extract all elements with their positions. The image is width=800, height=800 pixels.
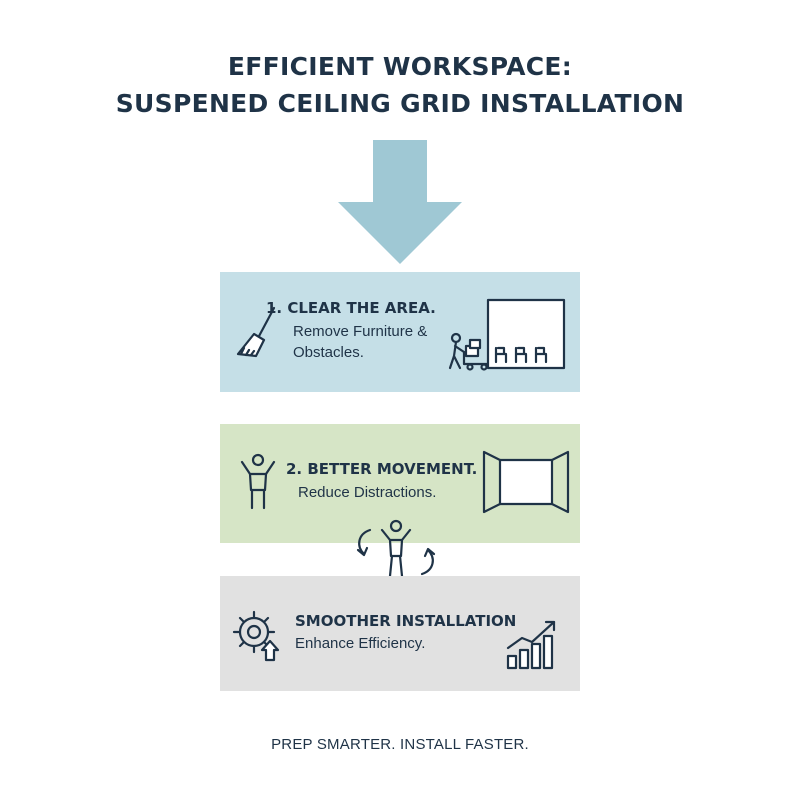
down-arrow-icon — [338, 140, 462, 264]
person-moving-arrows-icon — [348, 518, 444, 580]
step-3-desc: Enhance Efficiency. — [295, 635, 426, 652]
title-line-2: SUSPENED CEILING GRID INSTALLATION — [115, 89, 685, 118]
open-room-icon — [482, 450, 570, 514]
step-smoother-installation: SMOOTHER INSTALLATION Enhance Efficiency… — [220, 576, 580, 691]
step-2-desc: Reduce Distractions. — [298, 484, 437, 501]
growth-chart-icon — [504, 616, 564, 672]
room-chairs-icon — [486, 298, 568, 372]
step-1-title: 1. CLEAR THE AREA. — [266, 299, 436, 317]
step-2-title: 2. BETTER MOVEMENT. — [286, 460, 478, 478]
person-pushing-cart-icon — [446, 332, 494, 372]
page-title: EFFICIENT WORKSPACE: SUSPENED CEILING GR… — [0, 48, 800, 122]
step-clear-area: 1. CLEAR THE AREA. Remove Furniture & Ob… — [220, 272, 580, 392]
gear-upload-icon — [230, 608, 286, 664]
step-1-desc-line-1: Remove Furniture & — [293, 323, 428, 340]
footer-tagline: PREP SMARTER. INSTALL FASTER. — [271, 736, 529, 753]
step-1-desc-line-2: Obstacles. — [293, 344, 364, 361]
person-arms-raised-icon — [238, 452, 278, 512]
broom-icon — [234, 304, 284, 360]
step-3-title: SMOOTHER INSTALLATION — [295, 612, 517, 630]
step-better-movement: 2. BETTER MOVEMENT. Reduce Distractions. — [220, 424, 580, 578]
title-line-1: EFFICIENT WORKSPACE: — [227, 52, 573, 81]
